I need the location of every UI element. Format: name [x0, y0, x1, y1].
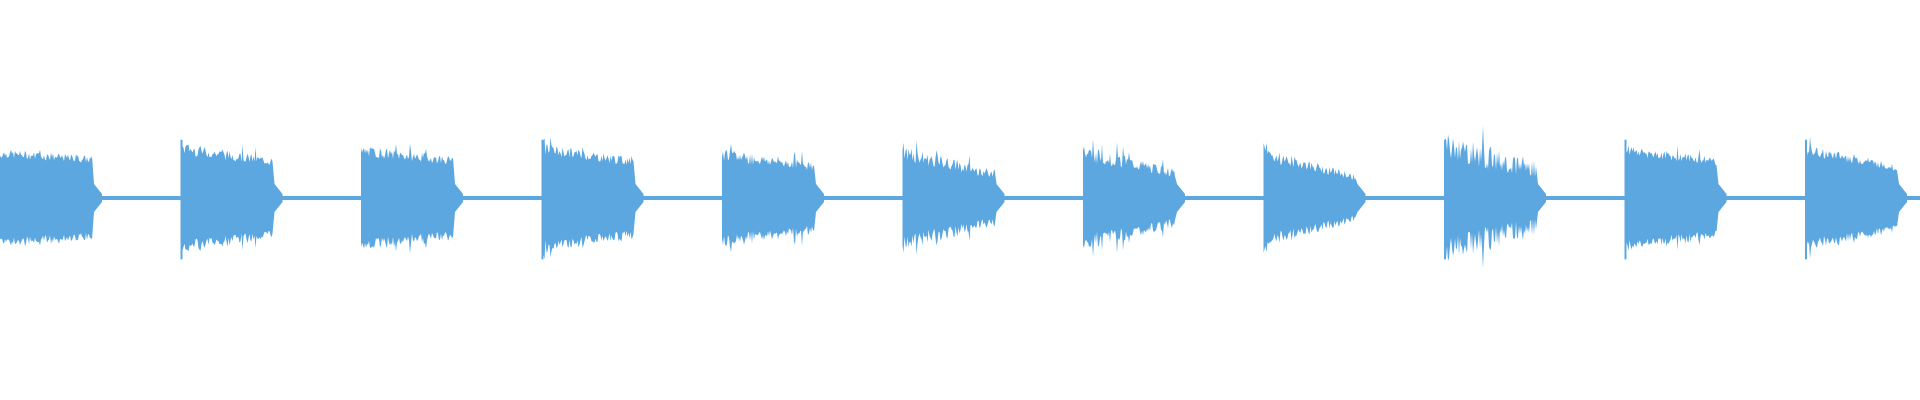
waveform-burst-7: [1083, 138, 1185, 257]
waveform-burst-6: [902, 140, 1005, 256]
waveform-burst-5: [722, 144, 824, 252]
waveform-transient-4: [541, 139, 544, 260]
waveform-burst-11: [1805, 136, 1907, 259]
waveform-burst-9: [1444, 125, 1546, 269]
waveform-burst-10: [1624, 145, 1727, 251]
waveform-burst-3: [361, 143, 463, 254]
waveform-burst-2: [180, 144, 283, 251]
waveform-burst-8: [1263, 142, 1366, 253]
waveform-transient-9: [1444, 139, 1446, 260]
waveform-transient-2: [180, 139, 183, 260]
waveform-burst-1: [0, 149, 102, 247]
waveform-transient-11: [1805, 139, 1807, 260]
waveform-shapes: [0, 125, 1920, 269]
waveform-transient-10: [1624, 139, 1627, 260]
waveform-burst-4: [541, 137, 644, 260]
